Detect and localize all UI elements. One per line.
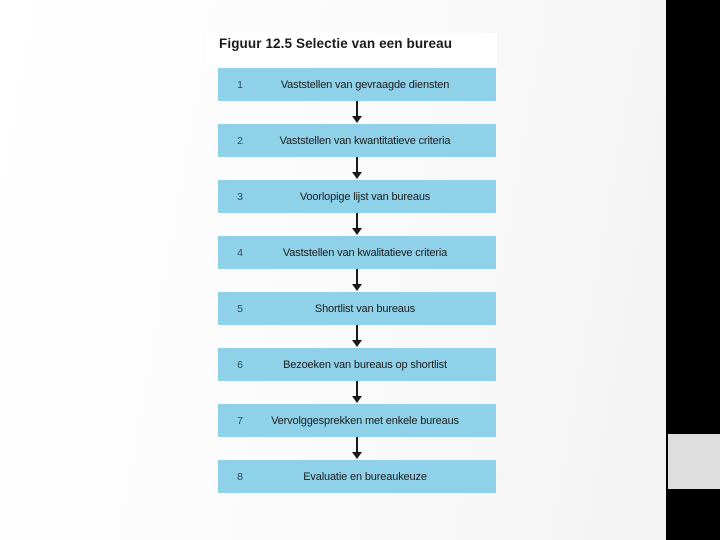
down-arrow-icon — [218, 325, 496, 348]
flow-step-number: 4 — [237, 246, 243, 259]
figure-title: Figuur 12.5 Selectie van een bureau — [219, 36, 453, 51]
down-arrow-icon — [218, 269, 496, 292]
flow-step[interactable]: 7 Vervolggesprekken met enkele bureaus — [218, 404, 496, 437]
down-arrow-icon — [218, 157, 496, 180]
arrow-line — [356, 325, 358, 342]
arrow-head — [351, 228, 362, 235]
arrow-line — [356, 269, 358, 286]
right-gray-accent-block — [668, 434, 720, 489]
arrow-head — [351, 116, 362, 123]
flow-step-number: 8 — [237, 470, 243, 483]
arrow-head — [351, 284, 362, 291]
flow-step[interactable]: 3 Voorlopige lijst van bureaus — [218, 180, 496, 213]
flow-step[interactable]: 8 Evaluatie en bureaukeuze — [218, 460, 496, 493]
arrow-head — [351, 172, 362, 179]
down-arrow-icon — [218, 437, 496, 460]
flow-step-label: Evaluatie en bureaukeuze — [303, 470, 427, 483]
flow-step-number: 7 — [237, 414, 243, 427]
down-arrow-icon — [218, 381, 496, 404]
flow-step-number: 1 — [237, 78, 243, 91]
down-arrow-icon — [218, 213, 496, 236]
arrow-line — [356, 437, 358, 454]
arrow-head — [351, 396, 362, 403]
flow-step-number: 3 — [237, 190, 243, 203]
flow-step[interactable]: 1 Vaststellen van gevraagde diensten — [218, 68, 496, 101]
flow-step-label: Vaststellen van kwalitatieve criteria — [282, 246, 448, 259]
flow-step-number: 6 — [237, 358, 243, 371]
down-arrow-icon — [218, 101, 496, 124]
flow-step-label: Vaststellen van gevraagde diensten — [280, 78, 450, 91]
arrow-line — [356, 381, 358, 398]
flow-step[interactable]: 5 Shortlist van bureaus — [218, 292, 496, 325]
flow-step-label: Vervolggesprekken met enkele bureaus — [271, 414, 459, 427]
flow-step-label: Vaststellen van kwantitatieve criteria — [279, 134, 451, 147]
arrow-line — [356, 213, 358, 230]
figure-title-panel — [205, 33, 497, 66]
flow-step[interactable]: 6 Bezoeken van bureaus op shortlist — [218, 348, 496, 381]
arrow-line — [356, 101, 358, 118]
arrow-line — [356, 157, 358, 174]
flow-step-number: 2 — [237, 134, 243, 147]
flow-step[interactable]: 2 Vaststellen van kwantitatieve criteria — [218, 124, 496, 157]
flow-step-number: 5 — [237, 302, 243, 315]
arrow-head — [351, 340, 362, 347]
flow-step-label: Bezoeken van bureaus op shortlist — [283, 358, 447, 371]
flow-step-label: Voorlopige lijst van bureaus — [299, 190, 431, 203]
flow-step-label: Shortlist van bureaus — [314, 302, 416, 315]
flow-step[interactable]: 4 Vaststellen van kwalitatieve criteria — [218, 236, 496, 269]
arrow-head — [351, 452, 362, 459]
